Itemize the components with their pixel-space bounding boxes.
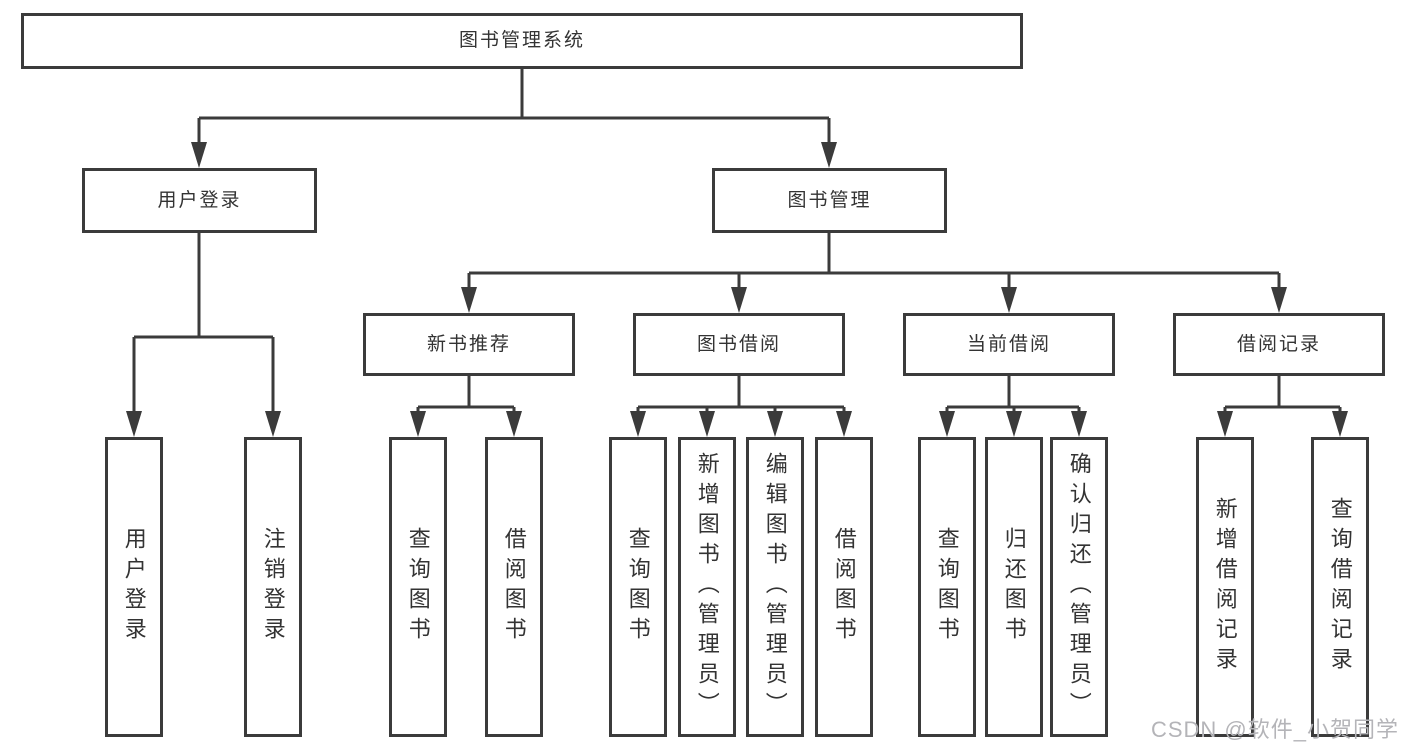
node-leaf-query-books-3: 查询图书 <box>918 437 976 737</box>
watermark-csdn: CSDN @软件_小贺同学 <box>1150 717 1399 742</box>
arrowhead-icon <box>126 411 142 437</box>
node-leaf-confirm-return: 确认归还（管理员） <box>1050 437 1108 737</box>
arrowhead-icon <box>506 411 522 437</box>
arrowhead-icon <box>731 287 747 313</box>
node-leaf-logout: 注销登录 <box>244 437 302 737</box>
arrowhead-icon <box>836 411 852 437</box>
arrowhead-icon <box>699 411 715 437</box>
node-current-borrowing: 当前借阅 <box>903 313 1115 376</box>
node-leaf-query-borrow-record: 查询借阅记录 <box>1311 437 1369 737</box>
node-leaf-query-books: 查询图书 <box>389 437 447 737</box>
arrowhead-icon <box>821 142 837 168</box>
arrowhead-icon <box>1332 411 1348 437</box>
arrowhead-icon <box>191 142 207 168</box>
arrowhead-icon <box>1001 287 1017 313</box>
arrowhead-icon <box>1006 411 1022 437</box>
arrowhead-icon <box>1217 411 1233 437</box>
node-book-borrowing: 图书借阅 <box>633 313 845 376</box>
node-leaf-borrow-books: 借阅图书 <box>485 437 543 737</box>
node-leaf-borrow-books-2: 借阅图书 <box>815 437 873 737</box>
node-leaf-return-books: 归还图书 <box>985 437 1043 737</box>
node-leaf-edit-books-admin: 编辑图书（管理员） <box>746 437 804 737</box>
arrowhead-icon <box>630 411 646 437</box>
node-user-login: 用户登录 <box>82 168 317 233</box>
node-leaf-add-borrow-record: 新增借阅记录 <box>1196 437 1254 737</box>
arrowhead-icon <box>461 287 477 313</box>
node-book-management: 图书管理 <box>712 168 947 233</box>
arrowhead-icon <box>410 411 426 437</box>
node-leaf-user-login: 用户登录 <box>105 437 163 737</box>
arrowhead-icon <box>939 411 955 437</box>
arrowhead-icon <box>265 411 281 437</box>
node-leaf-query-books-2: 查询图书 <box>609 437 667 737</box>
node-borrowing-records: 借阅记录 <box>1173 313 1385 376</box>
node-library-management-system: 图书管理系统 <box>21 13 1023 69</box>
node-leaf-add-books-admin: 新增图书（管理员） <box>678 437 736 737</box>
arrowhead-icon <box>1271 287 1287 313</box>
node-new-book-recommend: 新书推荐 <box>363 313 575 376</box>
arrowhead-icon <box>767 411 783 437</box>
arrowhead-icon <box>1071 411 1087 437</box>
